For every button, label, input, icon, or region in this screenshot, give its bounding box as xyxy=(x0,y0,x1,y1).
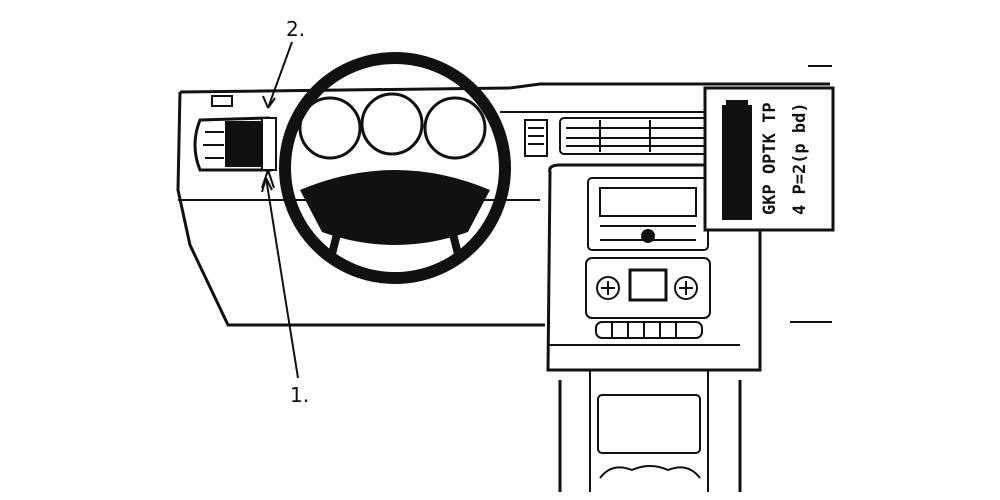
climate-control xyxy=(585,257,711,339)
center-vent-left xyxy=(524,119,548,157)
left-air-vent xyxy=(193,116,272,172)
callout-leader-2 xyxy=(262,41,293,109)
center-vent xyxy=(559,117,711,155)
dashboard-outline xyxy=(176,65,832,327)
radio-unit xyxy=(587,177,709,251)
mount-bracket xyxy=(261,117,277,189)
phone-display-line2: 4 P=2(p bd) xyxy=(790,102,810,215)
phone-display-line1: GKP OPTK TP xyxy=(760,102,780,215)
callout-label-1: 1. xyxy=(290,383,309,407)
phone-holder xyxy=(703,86,835,232)
dashboard-switch xyxy=(211,95,233,107)
callout-leader-1 xyxy=(261,177,299,379)
cupholder xyxy=(599,465,701,479)
callout-label-2: 2. xyxy=(286,17,305,41)
steering-wheel xyxy=(279,52,511,284)
